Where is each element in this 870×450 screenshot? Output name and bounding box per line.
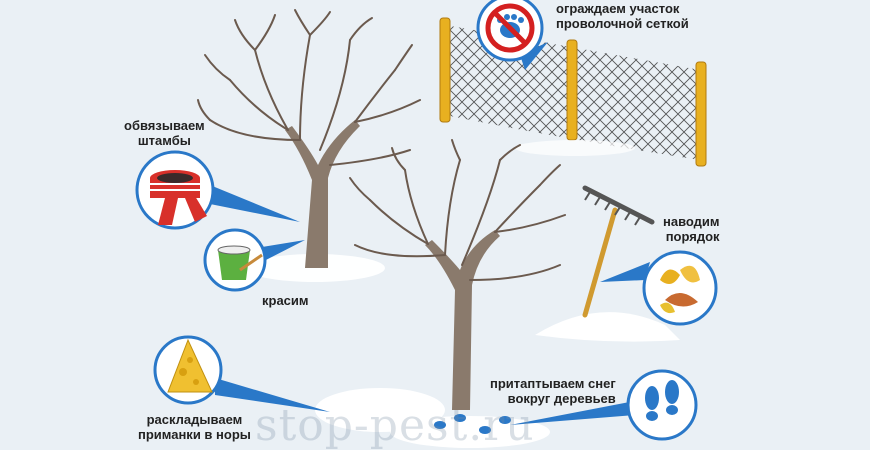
footprints-trail (434, 414, 511, 434)
wrap-label: обвязываем штамбы (124, 118, 205, 148)
scarf-icon (135, 150, 215, 230)
fence-label-line-2: проволочной сеткой (556, 16, 689, 31)
wrap-label-line-1: обвязываем (124, 118, 205, 133)
stomp-label-line-2: вокруг деревьев (507, 391, 616, 406)
tree-back (197, 9, 421, 268)
cleanup-label-line-1: наводим (663, 214, 720, 229)
baits-label: раскладываем приманки в норы (138, 412, 251, 442)
stomp-label-line-1: притаптываем снег (490, 376, 616, 391)
paint-bucket-icon (203, 228, 267, 292)
watermark: stop-pest.ru (255, 400, 535, 450)
wrap-label-line-2: штамбы (137, 133, 191, 148)
rake-icon (582, 185, 655, 318)
cleanup-label-line-2: порядок (665, 229, 720, 244)
fallen-leaves-icon (642, 250, 718, 326)
paint-label-text: красим (262, 293, 309, 308)
cleanup-label: наводим порядок (663, 214, 720, 244)
fence-label-line-1: ограждаем участок (556, 1, 680, 16)
baits-label-line-2: приманки в норы (138, 427, 251, 442)
stomp-label: притаптываем снег вокруг деревьев (490, 376, 616, 406)
tree-front (349, 139, 566, 410)
fence-label: ограждаем участок проволочной сеткой (556, 1, 689, 31)
baits-label-line-1: раскладываем (146, 412, 243, 427)
no-rodents-sign-icon (476, 0, 544, 62)
poison-cheese-icon (153, 335, 223, 405)
paint-label: красим (262, 293, 309, 308)
footprints-icon (626, 369, 698, 441)
callout-pointers (205, 42, 650, 425)
snow-patches (245, 254, 680, 448)
